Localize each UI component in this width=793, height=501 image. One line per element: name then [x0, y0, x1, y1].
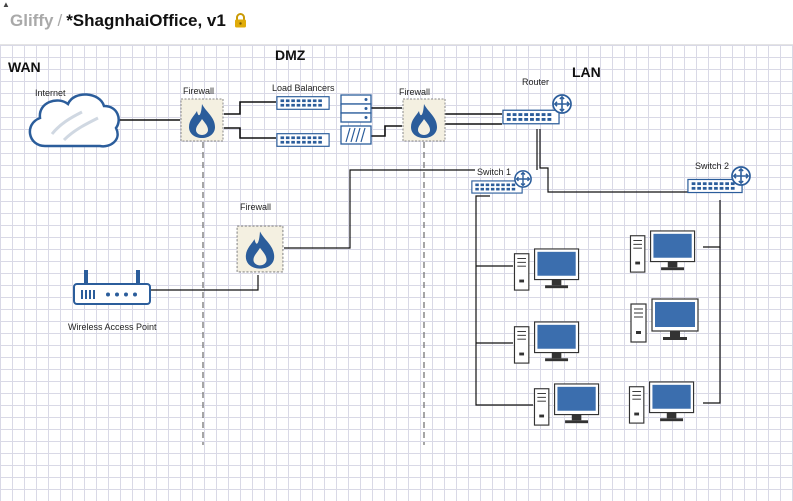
- scroll-up-arrow-icon[interactable]: ▲: [2, 0, 10, 9]
- firewall-lan-icon[interactable]: [402, 98, 446, 142]
- firewall-wan-icon[interactable]: [180, 98, 224, 142]
- load-balancer-switch-icon[interactable]: [276, 96, 330, 110]
- zone-label-wan: WAN: [8, 59, 41, 75]
- document-title[interactable]: *ShagnhaiOffice, v1: [66, 11, 226, 30]
- router-label: Router: [522, 77, 549, 87]
- workstation-icon[interactable]: [628, 381, 695, 424]
- lock-icon[interactable]: [234, 13, 247, 33]
- firewall-wireless-label: Firewall: [240, 202, 271, 212]
- wireless-access-point-icon[interactable]: [73, 270, 151, 305]
- app-brand-link[interactable]: Gliffy: [10, 11, 54, 30]
- workstation-icon[interactable]: [513, 248, 580, 291]
- switch-1-label: Switch 1: [477, 167, 511, 177]
- zone-label-lan: LAN: [572, 64, 601, 80]
- load-balancers-label: Load Balancers: [272, 83, 335, 93]
- workstation-icon[interactable]: [630, 298, 699, 343]
- document-header: ▲ Gliffy/*ShagnhaiOffice, v1: [0, 0, 793, 45]
- workstation-icon[interactable]: [629, 230, 696, 273]
- wireless-access-point-label: Wireless Access Point: [68, 322, 157, 332]
- internet-label: Internet: [35, 88, 66, 98]
- storage-server-icon[interactable]: [340, 125, 372, 145]
- router-icon[interactable]: [502, 94, 572, 125]
- switch-2-label: Switch 2: [695, 161, 729, 171]
- zone-label-dmz: DMZ: [275, 47, 306, 63]
- connection-lines: [119, 101, 721, 406]
- title-separator: /: [57, 11, 63, 30]
- load-balancer-switch-icon[interactable]: [276, 133, 330, 147]
- firewall-wan-label: Firewall: [183, 86, 214, 96]
- firewall-lan-label: Firewall: [399, 87, 430, 97]
- firewall-wireless-icon[interactable]: [236, 225, 284, 273]
- internet-cloud[interactable]: [28, 93, 120, 148]
- workstation-icon[interactable]: [533, 383, 600, 426]
- workstation-icon[interactable]: [513, 321, 580, 364]
- network-diagram[interactable]: WAN DMZ LAN Internet Firewall Load Balan…: [0, 45, 793, 501]
- server-stack-icon[interactable]: [340, 94, 372, 123]
- document-title-bar: Gliffy/*ShagnhaiOffice, v1: [10, 11, 247, 33]
- diagram-canvas[interactable]: WAN DMZ LAN Internet Firewall Load Balan…: [0, 45, 793, 501]
